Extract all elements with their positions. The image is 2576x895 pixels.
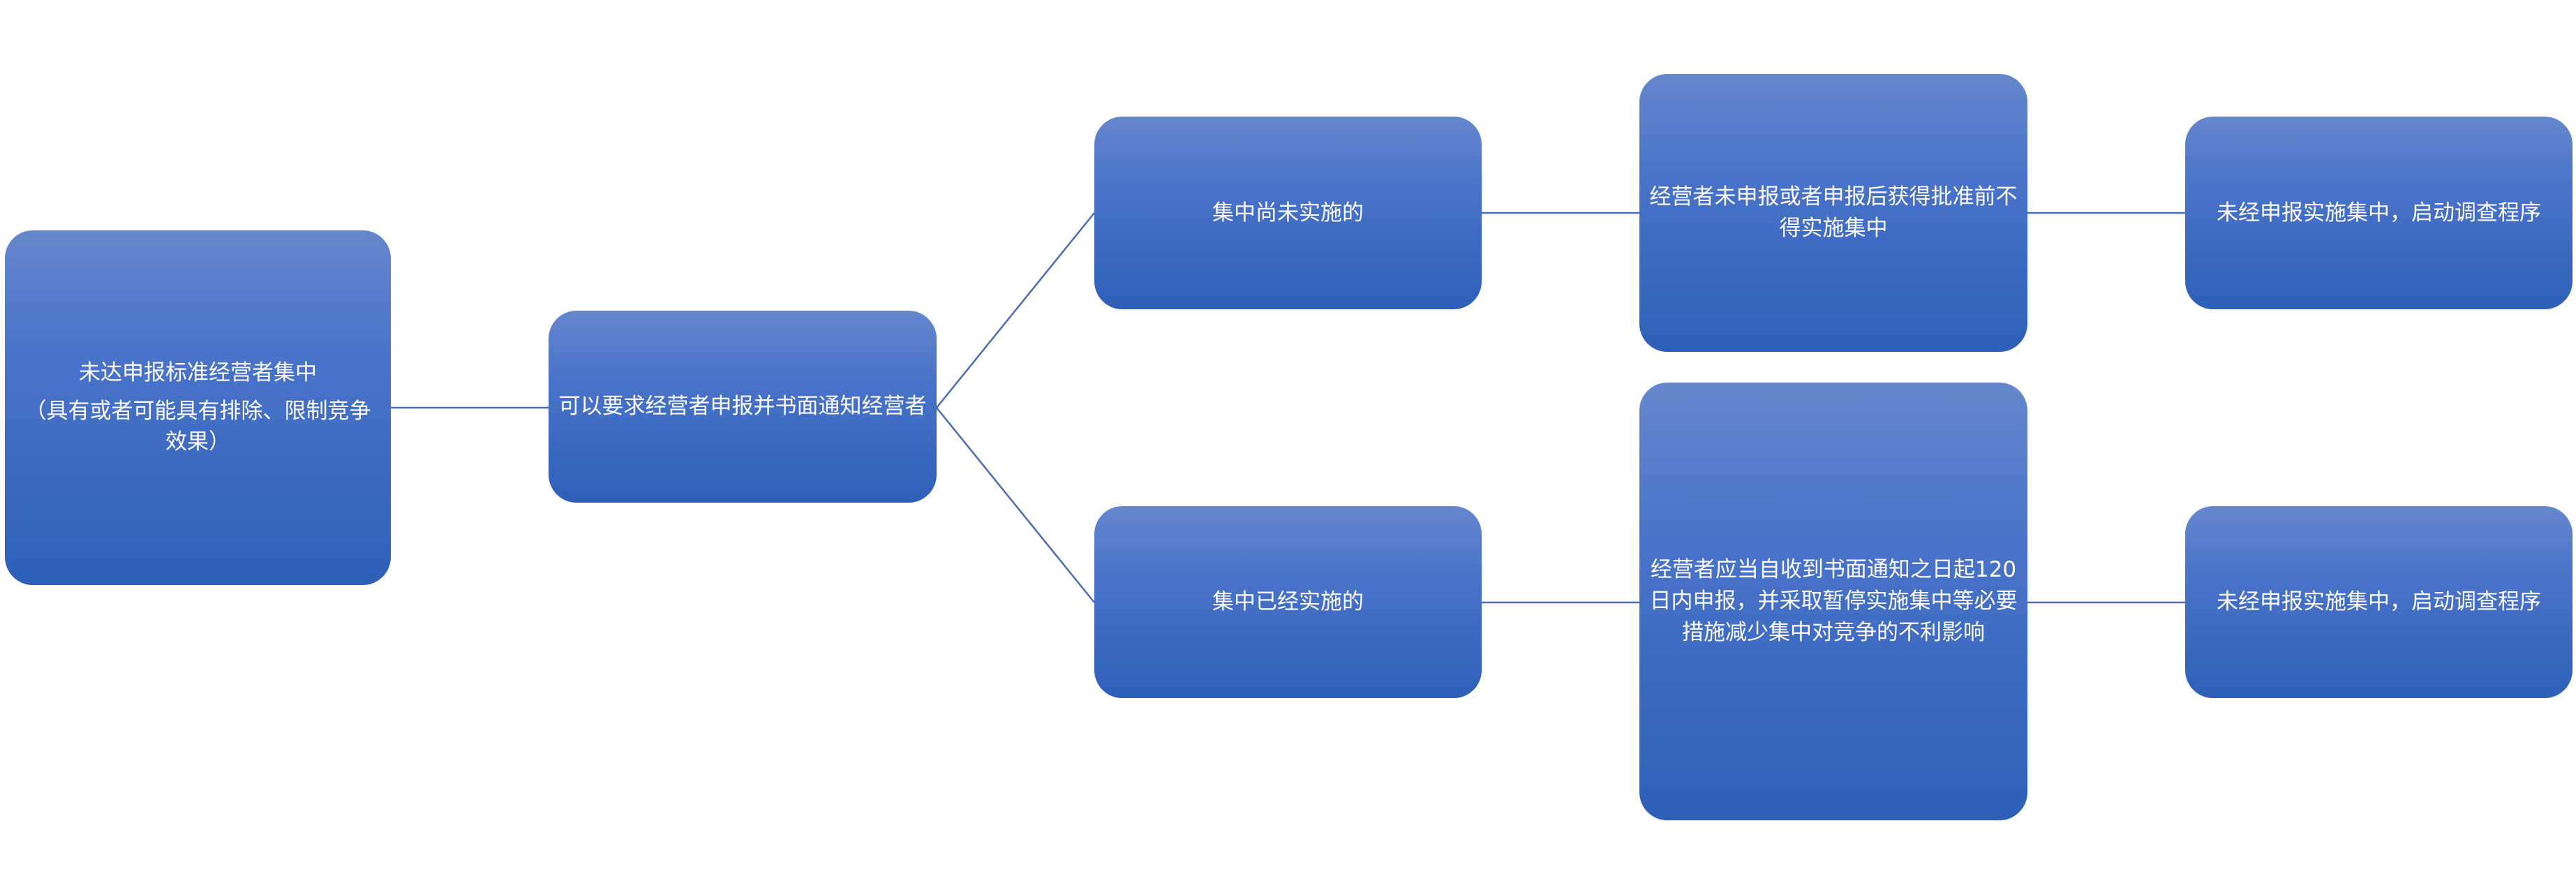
node-report-within-120-days: 经营者应当自收到书面通知之日起120日内申报，并采取暂停实施集中等必要措施减少集…	[1639, 383, 2027, 820]
node-no-implement-before-approval: 经营者未申报或者申报后获得批准前不得实施集中	[1639, 74, 2027, 352]
node-investigate-top: 未经申报实施集中，启动调查程序	[2185, 117, 2573, 309]
node-implemented: 集中已经实施的	[1094, 506, 1482, 698]
node-report-within-120-text: 经营者应当自收到书面通知之日起120日内申报，并采取暂停实施集中等必要措施减少集…	[1649, 557, 2018, 645]
node-root-subtitle: （具有或者可能具有排除、限制竞争效果）	[24, 398, 371, 455]
node-root: 未达申报标准经营者集中 （具有或者可能具有排除、限制竞争效果）	[5, 230, 391, 585]
node-not-implemented-text: 集中尚未实施的	[1212, 200, 1364, 225]
connector-request-not-implemented	[936, 212, 1095, 408]
node-investigate-top-text: 未经申报实施集中，启动调查程序	[2217, 200, 2541, 225]
node-investigate-bottom-text: 未经申报实施集中，启动调查程序	[2217, 589, 2541, 615]
node-no-implement-text: 经营者未申报或者申报后获得批准前不得实施集中	[1649, 184, 2018, 241]
node-root-title: 未达申报标准经营者集中	[79, 360, 317, 385]
connector-request-implemented	[936, 407, 1095, 603]
node-investigate-bottom: 未经申报实施集中，启动调查程序	[2185, 506, 2573, 698]
node-not-implemented: 集中尚未实施的	[1094, 117, 1482, 309]
node-request-text: 可以要求经营者申报并书面通知经营者	[558, 394, 927, 420]
node-request: 可以要求经营者申报并书面通知经营者	[549, 311, 937, 503]
node-implemented-text: 集中已经实施的	[1212, 589, 1364, 615]
